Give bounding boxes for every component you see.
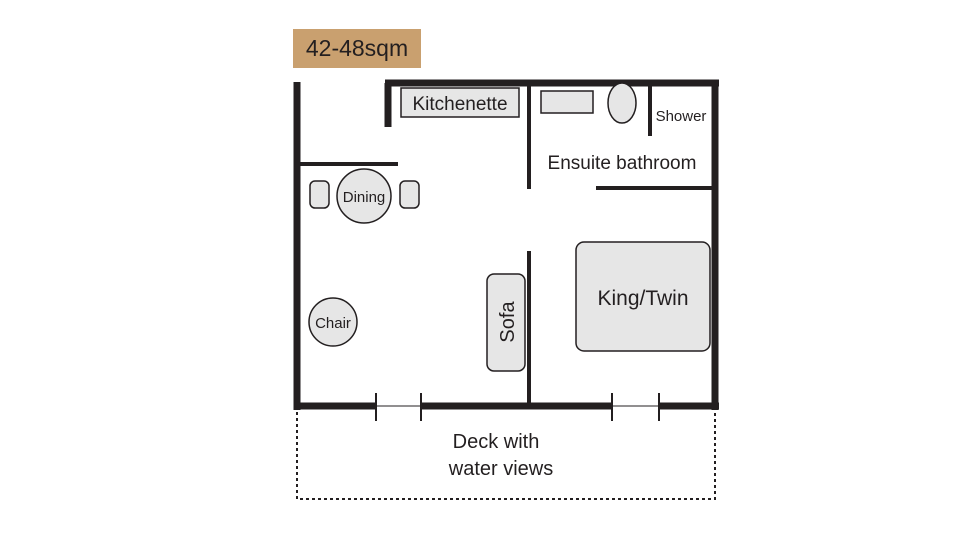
area-badge: 42-48sqm — [293, 29, 421, 68]
label-chair: Chair — [315, 315, 351, 332]
windows — [375, 393, 660, 421]
area-badge-background — [293, 29, 421, 68]
label-kitchenette: Kitchenette — [412, 94, 507, 115]
armchair — [308, 297, 358, 347]
bathroom-vanity — [540, 90, 594, 114]
label-bed: King/Twin — [597, 287, 688, 310]
label-ensuite-bathroom: Ensuite bathroom — [548, 153, 697, 174]
dining-chair-right — [399, 180, 420, 209]
dining-chair-left — [309, 180, 330, 209]
sofa — [486, 273, 526, 372]
label-sofa: Sofa — [497, 301, 519, 343]
label-shower: Shower — [656, 108, 707, 125]
label-dining: Dining — [343, 189, 386, 206]
label-deck-line2: water views — [448, 458, 553, 480]
toilet — [607, 82, 637, 124]
walls — [293, 79, 719, 410]
label-deck-line1: Deck with — [453, 431, 540, 453]
kitchenette-counter — [400, 87, 520, 118]
dining-table — [336, 168, 392, 224]
furniture — [308, 82, 711, 372]
bed — [575, 241, 711, 352]
deck-outline — [296, 412, 716, 500]
area-badge-text: 42-48sqm — [306, 35, 408, 61]
